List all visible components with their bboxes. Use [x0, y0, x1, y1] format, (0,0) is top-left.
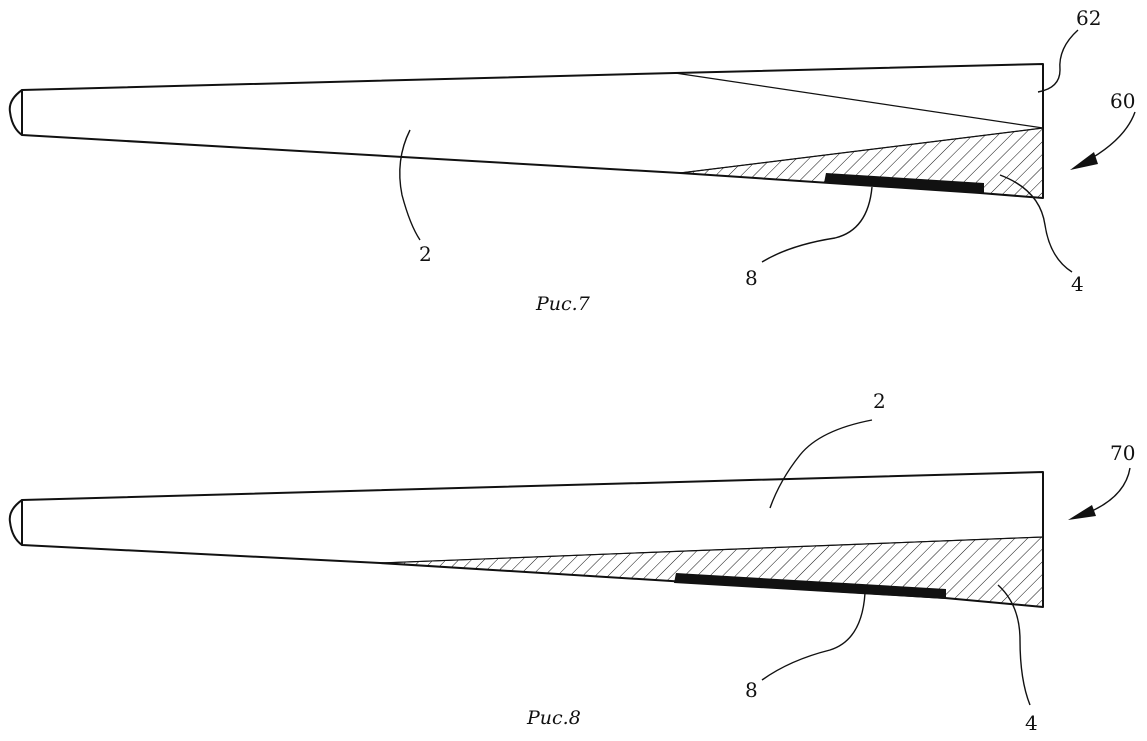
fig7-label-60: 60: [1110, 89, 1135, 113]
fig7-hatched-section: [679, 127, 1044, 199]
fig8-strip: [674, 573, 946, 599]
fig8-root-cap: [8, 499, 23, 546]
fig8-leader-2: [769, 419, 873, 509]
fig7-root-cap: [8, 89, 23, 136]
fig8-divider: [379, 536, 1044, 564]
figure-7: 2 62 60 8 4 Рис.7: [8, 6, 1136, 315]
fig7-arrow-60-head: [1070, 152, 1098, 170]
fig7-label-8: 8: [745, 266, 758, 290]
fig8-leader-8: [761, 592, 866, 681]
fig7-leader-2: [399, 129, 421, 241]
fig8-arrow-70-head: [1068, 505, 1096, 520]
fig7-label-62: 62: [1076, 6, 1101, 30]
fig7-upper-divider: [674, 72, 1044, 129]
fig7-label-2: 2: [419, 242, 432, 266]
fig8-label-4: 4: [1025, 711, 1038, 735]
fig8-caption: Рис.8: [526, 707, 581, 729]
fig7-strip: [824, 173, 984, 193]
fig7-caption: Рис.7: [535, 293, 591, 315]
fig7-leader-4: [999, 174, 1073, 273]
figure-8: 2 70 8 4 Рис.8: [8, 389, 1135, 735]
fig8-label-8: 8: [745, 678, 758, 702]
fig8-label-2: 2: [873, 389, 886, 413]
fig7-leader-62: [1037, 29, 1079, 93]
fig7-label-4: 4: [1071, 272, 1084, 296]
fig8-leader-4: [997, 584, 1031, 706]
fig7-lower-divider: [679, 127, 1044, 174]
fig7-leader-8: [761, 186, 873, 263]
fig8-label-70: 70: [1110, 441, 1135, 465]
